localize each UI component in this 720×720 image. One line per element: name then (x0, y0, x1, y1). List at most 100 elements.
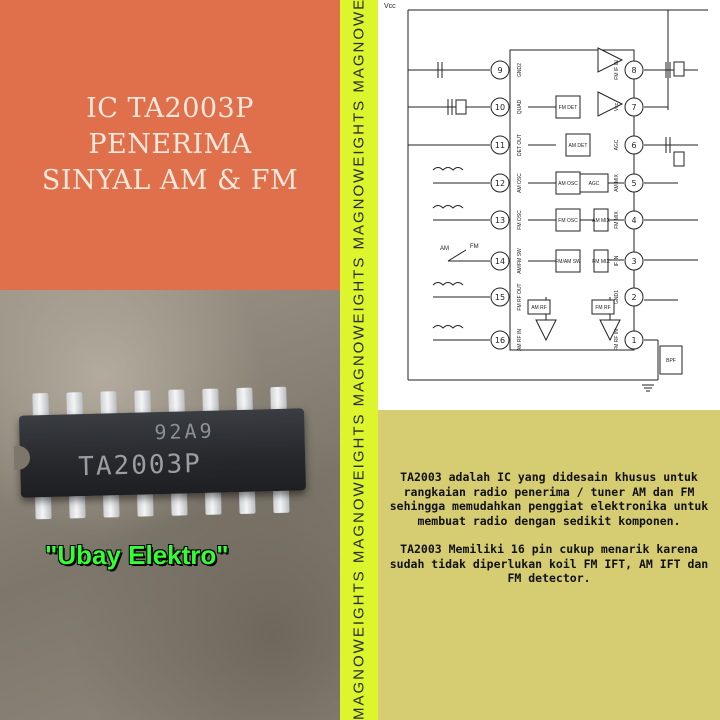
title-line-3: SINYAL AM & FM (41, 165, 299, 196)
pin-circle (624, 251, 644, 271)
pin-number: 12 (495, 179, 505, 188)
pin-number: 5 (631, 179, 636, 188)
pin-name: DET OUT (517, 134, 523, 156)
pin-name: IF IN (614, 255, 620, 266)
ceramic-filter (673, 61, 685, 77)
pin-number: 16 (495, 336, 505, 345)
title-line-2: PENERIMA (88, 129, 252, 160)
pin-circle (490, 173, 510, 193)
coil (432, 282, 464, 286)
block-label: FM DET (559, 105, 578, 111)
title-line-1: IC TA2003P (86, 93, 254, 124)
block-label: BPF (666, 358, 676, 364)
pin-name: FM RF OUT (517, 283, 523, 310)
function-blocks: FM DET AM DET AGC AM OSC FM OSC FM/AM SW AM MI… (527, 95, 683, 375)
block-label: FM MIX (592, 259, 610, 265)
block-box (555, 171, 581, 195)
left-pins: 9 10 11 12 13 14 15 16 (490, 60, 510, 350)
pin-name: FM RF IN (614, 329, 620, 351)
fm-if-amp (597, 47, 624, 73)
pin-name: AGC (614, 139, 620, 150)
pin-number: 9 (497, 66, 502, 75)
vcc-label: Vcc (384, 3, 396, 10)
block-box (659, 345, 683, 375)
switch-label-fm: FM (470, 244, 479, 250)
pin-circle (624, 287, 644, 307)
pin-circle (490, 330, 510, 350)
pin-number: 3 (631, 257, 636, 266)
block-box (593, 249, 609, 273)
pin-circle (624, 135, 644, 155)
block-label: FM RF (595, 305, 610, 311)
ic-outline (509, 49, 635, 351)
pin-circle (490, 97, 510, 117)
am-rf-amp (535, 319, 557, 342)
description-paragraph-2: TA2003 Memiliki 16 pin cukup menarik kar… (389, 542, 709, 585)
pin-circle (490, 135, 510, 155)
pin-name: FM MIX (614, 211, 620, 229)
pin-number: 8 (631, 66, 636, 75)
description-paragraph-1: TA2003 adalah IC yang didesain khusus un… (389, 470, 709, 528)
block-box (591, 299, 615, 315)
pin-circle (490, 251, 510, 271)
title-panel: IC TA2003P PENERIMA SINYAL AM & FM (0, 0, 340, 290)
pin-name: FM IF IN (614, 60, 620, 80)
chip-body: 92A9 TA2003P (13, 408, 306, 498)
block-label: FM/AM SW (555, 259, 581, 265)
pin-name: AM OSC (517, 173, 523, 193)
pin-name: AM RF IN (517, 329, 523, 351)
switch-label-am: AM (440, 246, 449, 252)
description-panel: TA2003 adalah IC yang didesain khusus un… (378, 410, 720, 720)
block-box (555, 95, 581, 119)
pin-name: FM OSC (517, 210, 523, 230)
pin-circle (624, 97, 644, 117)
coil (432, 325, 464, 329)
chip-name: TA2003P (77, 448, 203, 483)
brand-label: "Ubay Elektro" (45, 540, 229, 570)
chip-notch (13, 445, 31, 470)
pin-name: AM/FM SW (517, 248, 523, 274)
pin-circle (490, 287, 510, 307)
pin-circle (490, 60, 510, 80)
pin-circle (490, 210, 510, 230)
pin-number: 6 (631, 141, 636, 150)
pin-name: QUAD (517, 99, 523, 114)
block-box (565, 133, 591, 157)
ic-chip: 92A9 TA2003P (13, 386, 306, 523)
block-box (555, 208, 581, 232)
pin-number: 13 (495, 216, 505, 225)
switch-blade (447, 249, 467, 262)
pin-name: GND2 (517, 63, 523, 77)
right-pins: 8 7 6 5 4 3 2 1 (624, 60, 644, 350)
watermark-text: MAGNOWEIGHTS MAGNOWEIGHTS MAGNOWEIGHTS M… (350, 0, 368, 720)
pin-circle (624, 210, 644, 230)
block-label: AM RF (531, 305, 547, 311)
watermark-strip: MAGNOWEIGHTS MAGNOWEIGHTS MAGNOWEIGHTS M… (340, 0, 378, 720)
pin-number: 15 (495, 293, 505, 302)
pin-number: 10 (495, 103, 505, 112)
pin-number: 2 (631, 293, 636, 302)
pin-number: 4 (631, 216, 636, 225)
block-label: AM OSC (558, 181, 578, 187)
block-box (593, 208, 609, 232)
pin-circle (624, 60, 644, 80)
block-label: FM OSC (558, 218, 578, 224)
if-amp (597, 91, 624, 117)
pin-name: Vcc (614, 102, 620, 111)
pin-number: 7 (631, 103, 636, 112)
pin-name: GND1 (614, 290, 620, 304)
pin-circle (624, 173, 644, 193)
block-label: AM MIX (592, 218, 610, 224)
fm-rf-amp (599, 319, 621, 342)
pin-number: 1 (631, 336, 636, 345)
block-label: AM DET (569, 143, 588, 149)
block-box (527, 299, 551, 315)
ceramic-filter (455, 99, 467, 115)
chip-photo: 92A9 TA2003P "Ubay Elektro" (0, 290, 340, 720)
coil (432, 167, 464, 171)
block-box (555, 249, 581, 273)
pin-number: 14 (495, 257, 505, 266)
pin-number: 11 (495, 141, 505, 150)
